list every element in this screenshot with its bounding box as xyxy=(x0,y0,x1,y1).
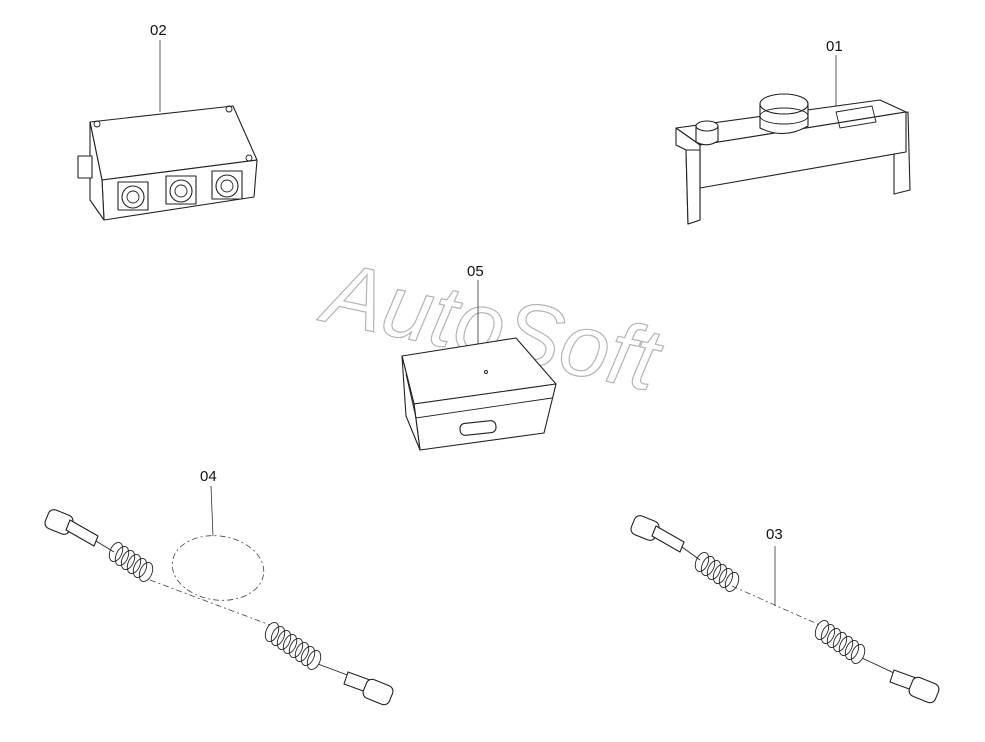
leader-04 xyxy=(210,485,214,537)
part-02-junction-box[interactable] xyxy=(77,40,258,221)
callout-05: 05 xyxy=(467,263,484,280)
coil-04-right xyxy=(264,622,322,670)
coil-03-right xyxy=(814,620,866,664)
callout-04: 04 xyxy=(200,468,217,485)
callout-01: 01 xyxy=(826,38,843,55)
coil-04-left xyxy=(108,542,154,582)
callout-03: 03 xyxy=(766,526,783,543)
part-03-cable-short[interactable] xyxy=(629,514,941,705)
part-05-case[interactable] xyxy=(401,280,557,451)
callout-02: 02 xyxy=(150,22,167,39)
part-01-stand[interactable] xyxy=(675,55,911,225)
part-04-cable-long[interactable] xyxy=(43,485,395,707)
coil-03-left xyxy=(694,552,740,592)
